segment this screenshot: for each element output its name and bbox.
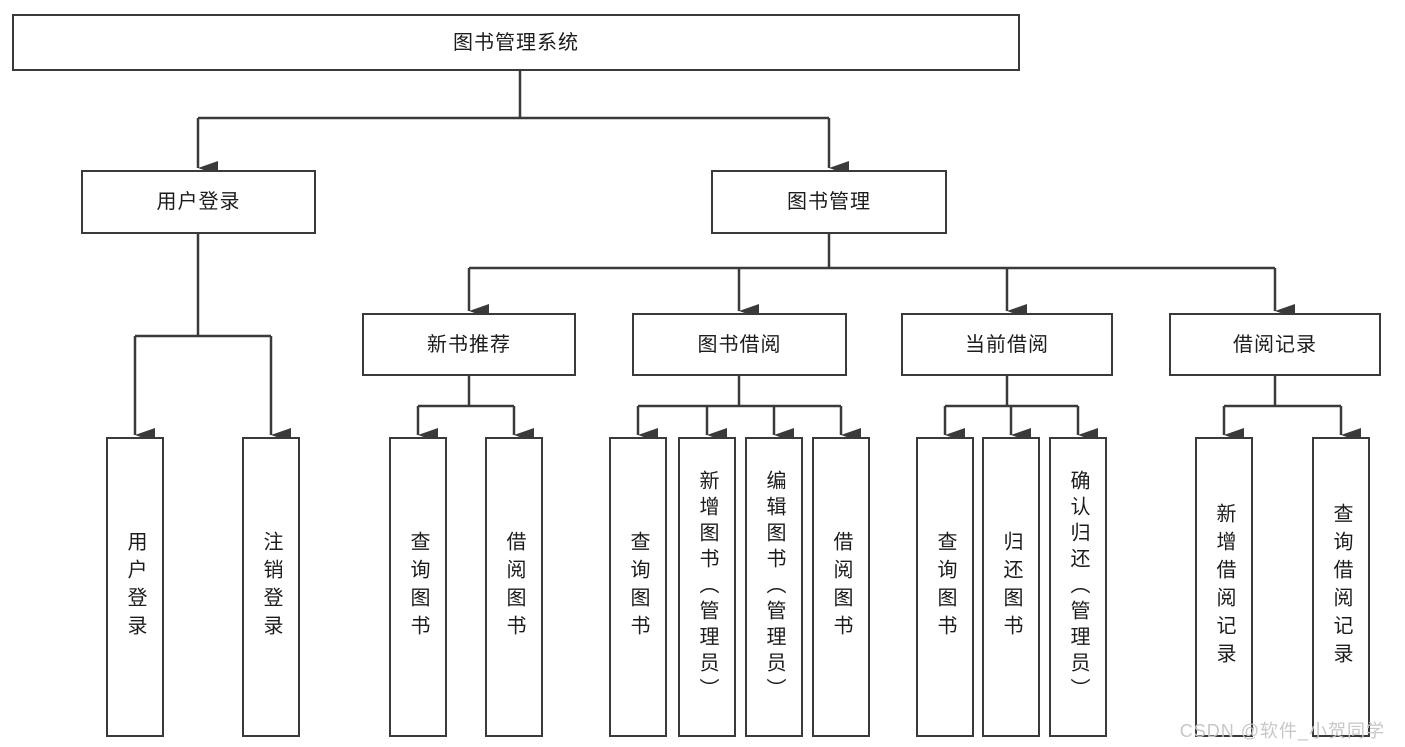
node-user-login-leaf: 用户登录 (106, 437, 164, 737)
node-logout-leaf: 注销登录 (242, 437, 300, 737)
node-return-book: 归还图书 (982, 437, 1040, 737)
node-add-book-admin: 新增图书（管理员） (678, 437, 736, 737)
node-borrow-book-1: 借阅图书 (485, 437, 543, 737)
connector-root-rail (198, 71, 829, 120)
node-user-login: 用户登录 (81, 170, 316, 234)
node-book-management: 图书管理 (711, 170, 947, 234)
connector-borrow-record-rail (1224, 376, 1341, 408)
node-query-book-1: 查询图书 (389, 437, 447, 737)
node-library-management-system: 图书管理系统 (12, 14, 1020, 71)
node-edit-book-admin: 编辑图书（管理员） (745, 437, 803, 737)
connector-user-login-rail (135, 234, 271, 338)
node-new-book-recommend: 新书推荐 (362, 313, 576, 376)
csdn-watermark: CSDN @软件_小贺同学 (1179, 721, 1385, 741)
node-borrow-book-2: 借阅图书 (812, 437, 870, 737)
connector-new-book-rail (418, 376, 514, 408)
connector-current-borrow-rail (945, 376, 1078, 408)
node-confirm-return-admin: 确认归还（管理员） (1049, 437, 1107, 737)
connector-book-management-rail (469, 234, 1275, 270)
node-book-borrow: 图书借阅 (632, 313, 847, 376)
node-query-book-2: 查询图书 (609, 437, 667, 737)
node-add-borrow-record: 新增借阅记录 (1195, 437, 1253, 737)
node-query-borrow-record: 查询借阅记录 (1312, 437, 1370, 737)
node-query-book-3: 查询图书 (916, 437, 974, 737)
node-current-borrow: 当前借阅 (901, 313, 1113, 376)
connector-book-borrow-rail (638, 376, 841, 408)
node-borrow-record: 借阅记录 (1169, 313, 1381, 376)
